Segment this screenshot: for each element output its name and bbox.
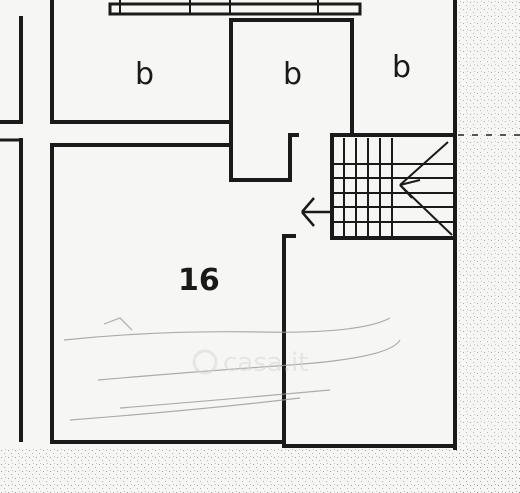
scan-noise-right [456,0,520,493]
walls [0,0,457,450]
scan-noise-bottom [0,448,520,493]
staircase [334,138,453,236]
room-label-b-middle: b [283,57,302,92]
watermark-logo: casa.it [192,348,308,378]
faint-sketch-marks [63,317,401,421]
room-label-b-right: b [392,50,411,85]
unit-number: 16 [178,263,220,298]
entry-arrow-icon [301,197,332,227]
room-label-b-left: b [135,57,154,92]
watermark-text: casa.it [223,348,308,378]
